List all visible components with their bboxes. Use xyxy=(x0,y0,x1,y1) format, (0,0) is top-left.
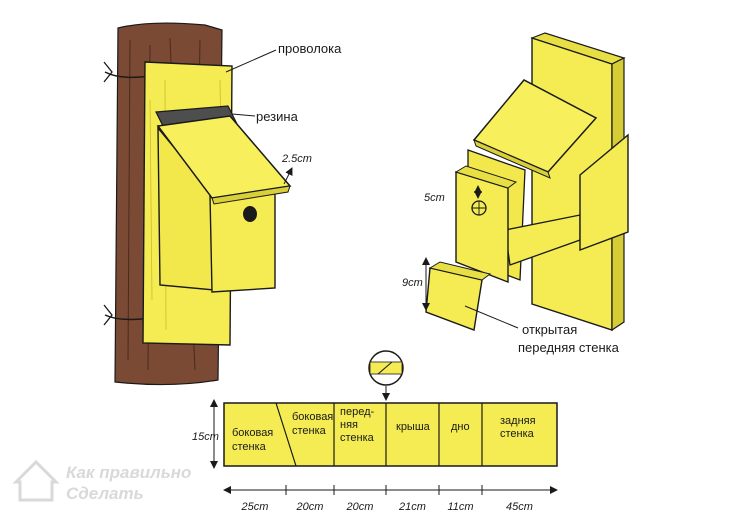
plank-width-label: 45cm xyxy=(506,501,533,513)
plank-width-label: 11cm xyxy=(447,501,473,513)
exploded-front-wall xyxy=(455,171,509,284)
watermark-line2: Сделать xyxy=(66,484,144,503)
plank-width-label: 20cm xyxy=(296,501,324,513)
watermark-house-icon xyxy=(12,459,60,502)
width-labels: 25cm 20cm 20cm 21cm 11cm 45cm xyxy=(241,501,533,513)
exploded-right-wall xyxy=(579,133,629,252)
watermark-line1: Как правильно xyxy=(66,463,191,482)
plank-width-label: 25cm xyxy=(241,501,269,513)
watermark: Как правильно Сделать xyxy=(12,459,191,503)
label-wire: проволока xyxy=(278,41,342,56)
mounted-birdhouse xyxy=(103,22,292,386)
plank-width-label: 20cm xyxy=(346,501,374,513)
front-wall xyxy=(209,191,276,293)
label-board-height: 15cm xyxy=(192,431,219,443)
label-roof-gap: 2.5cm xyxy=(281,153,312,165)
plank-label: крыша xyxy=(396,421,431,433)
plank-divider xyxy=(275,402,297,467)
plank-width-label: 21cm xyxy=(398,501,426,513)
label-rubber: резина xyxy=(256,109,299,124)
width-ticks xyxy=(285,485,483,495)
exploded-birdhouse xyxy=(425,32,629,332)
label-open-front-1: открытая xyxy=(522,322,577,337)
label-open-front-2: передняя стенка xyxy=(518,340,620,355)
plank-dividers xyxy=(275,402,483,467)
label-hole-height: 5cm xyxy=(424,192,445,204)
entrance-hole xyxy=(243,206,257,222)
label-front-drop: 9cm xyxy=(402,277,423,289)
plank-label: дно xyxy=(451,421,470,433)
